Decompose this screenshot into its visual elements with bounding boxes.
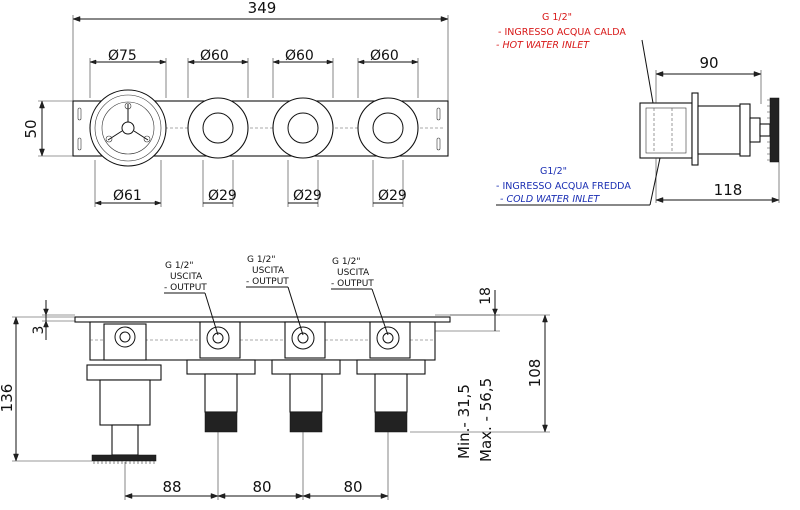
hot-inlet-label-it: - INGRESSO ACQUA CALDA bbox=[498, 27, 626, 38]
cold-inlet-label-en: - COLD WATER INLET bbox=[500, 194, 601, 205]
dim-18: 18 bbox=[478, 287, 494, 305]
stem-1-diameter-dim: Ø29 bbox=[208, 188, 237, 204]
rosette-1-diameter-dim: Ø60 bbox=[200, 48, 229, 64]
bottom-plate bbox=[74, 316, 451, 323]
thermostatic-knob bbox=[89, 89, 167, 167]
max-depth-label: Max. - 56,5 bbox=[477, 378, 495, 462]
plate-height-dim: 50 bbox=[22, 119, 40, 138]
output-2-label-it: USCITA bbox=[252, 266, 285, 276]
valve-rosette-3 bbox=[357, 97, 419, 159]
knob-base-diameter-dim: Ø61 bbox=[113, 188, 142, 204]
stem-2-diameter-dim: Ø29 bbox=[293, 188, 322, 204]
hot-inlet-label-en: - HOT WATER INLET bbox=[496, 40, 590, 51]
output-1-label-it: USCITA bbox=[170, 272, 203, 282]
output-1-size: G 1/2" bbox=[165, 261, 193, 271]
output-3-label-en: - OUTPUT bbox=[331, 279, 374, 289]
cold-inlet-size: G1/2" bbox=[540, 166, 567, 177]
spacing-80-a: 80 bbox=[252, 478, 271, 496]
side-body bbox=[639, 102, 693, 159]
output-1-label-en: - OUTPUT bbox=[164, 283, 207, 293]
dim-136: 136 bbox=[0, 384, 16, 413]
dim-108: 108 bbox=[526, 359, 544, 388]
spacing-88: 88 bbox=[162, 478, 181, 496]
hot-inlet-size: G 1/2" bbox=[542, 12, 572, 23]
spacing-80-b: 80 bbox=[343, 478, 362, 496]
valve-body-2 bbox=[271, 321, 341, 433]
depth-top-dim: 90 bbox=[699, 54, 718, 72]
output-2-label-en: - OUTPUT bbox=[246, 277, 289, 287]
min-depth-label: Min.- 31,5 bbox=[455, 384, 473, 459]
cold-inlet-label-it: - INGRESSO ACQUA FREDDA bbox=[496, 181, 631, 192]
rosette-2-diameter-dim: Ø60 bbox=[285, 48, 314, 64]
valve-rosette-2 bbox=[272, 97, 334, 159]
valve-rosette-1 bbox=[187, 97, 249, 159]
valve-body-1 bbox=[186, 321, 256, 433]
front-view: 349 Ø75 Ø60 Ø60 Ø60 50 Ø61 bbox=[22, 0, 449, 207]
bottom-view: G 1/2" USCITA - OUTPUT G 1/2" USCITA - O… bbox=[0, 255, 550, 500]
side-view: 90 118 G 1/2" - INGRESSO ACQUA CALDA - H… bbox=[496, 12, 780, 206]
depth-bottom-dim: 118 bbox=[714, 181, 743, 199]
valve-body-3 bbox=[356, 321, 426, 433]
output-3-size: G 1/2" bbox=[332, 257, 360, 267]
overall-width-dim: 349 bbox=[248, 0, 277, 17]
dim-3: 3 bbox=[31, 326, 47, 335]
rosette-3-diameter-dim: Ø60 bbox=[370, 48, 399, 64]
stem-3-diameter-dim: Ø29 bbox=[378, 188, 407, 204]
output-3-label-it: USCITA bbox=[337, 268, 370, 278]
knob-diameter-dim: Ø75 bbox=[108, 48, 137, 64]
output-2-size: G 1/2" bbox=[247, 255, 275, 265]
